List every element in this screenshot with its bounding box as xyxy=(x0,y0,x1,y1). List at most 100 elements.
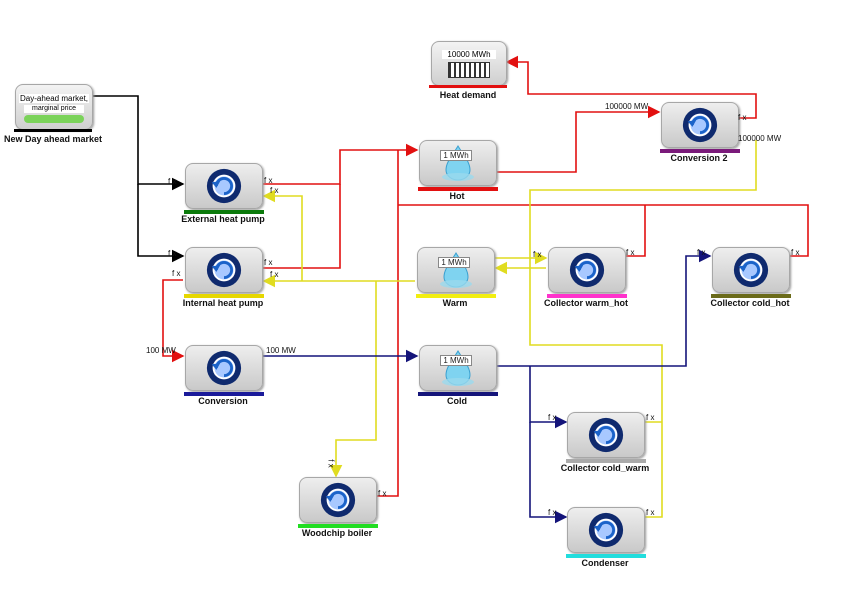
line-hot-to-conversion2 xyxy=(495,105,661,173)
internal-heat-pump-label: Internal heat pump xyxy=(182,298,264,308)
line-internal-to-hot xyxy=(262,184,341,269)
woodchip-boiler-label: Woodchip boiler xyxy=(301,528,373,538)
radiator-icon xyxy=(448,62,490,78)
capacity-label: 100000 MW xyxy=(605,102,649,111)
cold-storage-node[interactable]: 1 MWh xyxy=(418,345,498,396)
port-fx: f x xyxy=(270,270,279,279)
capacity-label: 100 MW xyxy=(266,346,296,355)
port-fx: f x xyxy=(533,250,542,259)
port-fx: f x xyxy=(646,413,655,422)
conversion-2-bar xyxy=(660,149,740,153)
market-subtitle: marginal price xyxy=(24,105,84,113)
market-grass-icon xyxy=(24,115,84,123)
collector-cold-warm-bar xyxy=(566,459,646,463)
conversion-node[interactable] xyxy=(184,345,264,396)
collector-cold-hot-node[interactable] xyxy=(711,247,791,298)
conversion-bar xyxy=(184,392,264,396)
condenser-label: Condenser xyxy=(581,558,629,568)
port-fx: f x xyxy=(697,248,706,257)
line-market-to-external xyxy=(92,95,185,191)
port-fx: f x xyxy=(548,508,557,517)
line-warm-to-woodchip xyxy=(329,281,377,478)
port-fx: f x xyxy=(646,508,655,517)
conversion-label: Conversion xyxy=(198,396,248,406)
port-fx: f x xyxy=(270,186,279,195)
line-external-to-hot xyxy=(262,143,419,185)
woodchip-boiler-bar xyxy=(298,524,378,528)
port-fx: f x xyxy=(738,113,747,122)
conversion-cycle-icon xyxy=(682,107,718,143)
cold-value: 1 MWh xyxy=(440,355,472,366)
conversion-cycle-icon xyxy=(588,512,624,548)
market-bar xyxy=(14,129,92,132)
conversion-cycle-icon xyxy=(206,168,242,204)
water-drop-icon xyxy=(440,252,472,288)
line-warm-to-external xyxy=(262,189,303,281)
heat-demand-value: 10000 MWh xyxy=(442,50,496,59)
capacity-label: 100 MW xyxy=(146,346,176,355)
line-cold-to-condenser xyxy=(529,422,568,524)
conversion-cycle-icon xyxy=(320,482,356,518)
line-internal-to-conversion xyxy=(162,279,185,363)
warm-storage-node[interactable]: 1 MWh xyxy=(416,247,496,298)
conversion-2-label: Conversion 2 xyxy=(670,153,728,163)
port-fx: f x xyxy=(626,248,635,257)
warm-bar xyxy=(416,294,496,298)
port-fx: f x xyxy=(168,177,177,186)
heat-demand-bar xyxy=(429,85,507,88)
woodchip-boiler-node[interactable] xyxy=(298,477,378,528)
conversion-cycle-icon xyxy=(569,252,605,288)
water-drop-icon xyxy=(442,145,474,181)
cold-bar xyxy=(418,392,498,396)
collector-cold-warm-label: Collector cold_warm xyxy=(560,463,650,473)
external-heat-pump-bar xyxy=(184,210,264,214)
water-drop-icon xyxy=(442,350,474,386)
day-ahead-market-node[interactable]: Day-ahead market, marginal price xyxy=(15,84,93,130)
condenser-bar xyxy=(566,554,646,558)
port-fx: f x xyxy=(264,258,273,267)
warm-label: Warm xyxy=(442,298,468,308)
port-fx: f x xyxy=(168,249,177,258)
condenser-node[interactable] xyxy=(566,507,646,558)
port-fx: f x xyxy=(378,489,387,498)
hot-storage-node[interactable]: 1 MWh xyxy=(418,140,498,191)
port-fx: f x xyxy=(264,176,273,185)
market-title: Day-ahead market, xyxy=(19,94,89,103)
heat-demand-node[interactable]: 10000 MWh xyxy=(431,41,507,86)
external-heat-pump-node[interactable] xyxy=(184,163,264,214)
port-fx: f x xyxy=(548,413,557,422)
line-collector-warmhot-to-hot xyxy=(625,205,646,257)
heat-demand-label: Heat demand xyxy=(439,90,497,100)
conversion-2-node[interactable] xyxy=(660,102,740,153)
warm-value: 1 MWh xyxy=(438,257,470,268)
port-fx: f x xyxy=(172,269,181,278)
line-conversion2-to-heatdemand xyxy=(505,55,757,119)
hot-label: Hot xyxy=(449,191,465,201)
collector-warm-hot-bar xyxy=(547,294,627,298)
line-market-to-internal xyxy=(137,184,185,263)
external-heat-pump-label: External heat pump xyxy=(181,214,265,224)
capacity-label: 100000 MW xyxy=(738,134,782,143)
line-collectors-to-hot xyxy=(398,204,809,257)
conversion-cycle-icon xyxy=(206,350,242,386)
port-fx: f x xyxy=(326,459,336,468)
hot-bar xyxy=(418,187,498,191)
cold-label: Cold xyxy=(447,396,467,406)
port-fx: f x xyxy=(791,248,800,257)
conversion-cycle-icon xyxy=(588,417,624,453)
collector-cold-hot-bar xyxy=(711,294,791,298)
collector-warm-hot-label: Collector warm_hot xyxy=(543,298,628,308)
market-label: New Day ahead market xyxy=(3,134,103,144)
collector-warm-hot-node[interactable] xyxy=(547,247,627,298)
hot-value: 1 MWh xyxy=(440,150,472,161)
internal-heat-pump-node[interactable] xyxy=(184,247,264,298)
collector-cold-warm-node[interactable] xyxy=(566,412,646,463)
line-woodchip-to-hot xyxy=(376,150,399,497)
line-conversion2-down xyxy=(529,140,757,518)
internal-heat-pump-bar xyxy=(184,294,264,298)
collector-cold-hot-label: Collector cold_hot xyxy=(710,298,790,308)
conversion-cycle-icon xyxy=(206,252,242,288)
line-cold-to-collector-coldhot xyxy=(495,249,712,367)
conversion-cycle-icon xyxy=(733,252,769,288)
